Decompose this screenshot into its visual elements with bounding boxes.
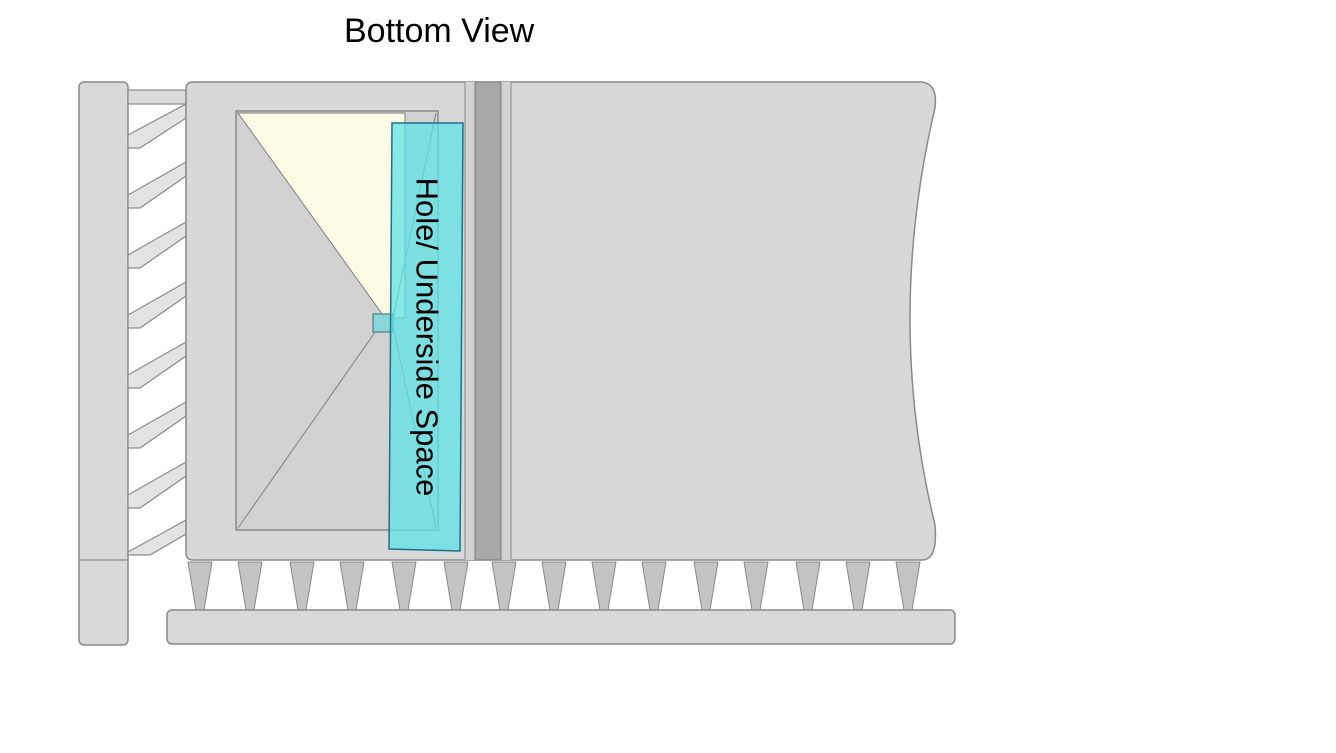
vertical-rib bbox=[464, 81, 512, 561]
callout-highlight bbox=[388, 122, 464, 552]
bottom-base-plate bbox=[166, 609, 956, 645]
support-cones bbox=[187, 561, 921, 611]
diagram-title: Bottom View bbox=[344, 12, 535, 50]
left-vertical-bar bbox=[78, 81, 129, 646]
side-lattice bbox=[127, 89, 189, 556]
